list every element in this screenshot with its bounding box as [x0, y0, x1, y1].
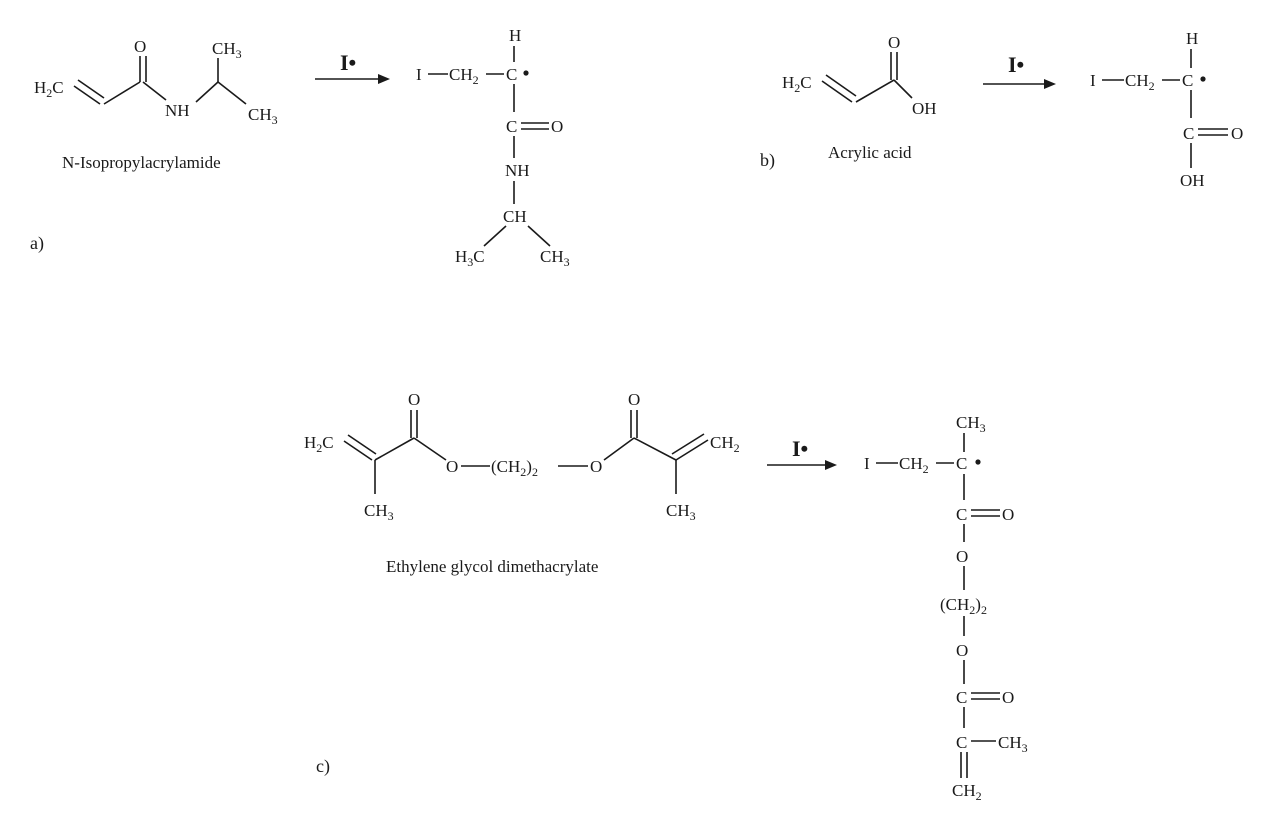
nipam-monomer: H2C O NH CH3 CH3 [34, 37, 278, 127]
egdma-carbonyl-o-left: O [408, 390, 420, 409]
egdma-ch3-right: CH3 [666, 501, 696, 523]
panel-b-label: b) [760, 150, 775, 171]
radical-c-carbonyl2-c: C [956, 688, 967, 707]
radical-c-ester-o2: O [956, 641, 968, 660]
initiator-label-b: I• [1008, 52, 1024, 77]
radical-a-carbonyl-c: C [506, 117, 517, 136]
nipam-carbonyl-o: O [134, 37, 146, 56]
radical-c-ch2-terminal: CH2 [952, 781, 982, 803]
nipam-radical: H I CH2 C C O NH CH H3C CH3 [416, 26, 570, 269]
panel-c-label: c) [316, 756, 330, 777]
egdma-ester-o-right: O [590, 457, 602, 476]
egdma-carbonyl-o-right: O [628, 390, 640, 409]
radical-a-ch: CH [503, 207, 527, 226]
radical-a-h: H [509, 26, 521, 45]
radical-c-carbonyl1-c: C [956, 505, 967, 524]
aa-oh: OH [912, 99, 937, 118]
radical-b-o: O [1231, 124, 1243, 143]
egdma-radical: CH3 I CH2 C C O O (CH2)2 O C O C [864, 413, 1028, 803]
radical-a-ch2: CH2 [449, 65, 479, 87]
nipam-nh: NH [165, 101, 190, 120]
egdma-monomer: H2C CH3 O O (CH2)2 O O CH3 CH2 [304, 390, 740, 523]
radical-b-carbonyl-c: C [1183, 124, 1194, 143]
egdma-ch3-left: CH3 [364, 501, 394, 523]
radical-a-c: C [506, 65, 517, 84]
acrylic-acid-radical: H I CH2 C C O OH [1090, 29, 1243, 190]
nipam-caption: N-Isopropylacrylamide [62, 153, 221, 172]
nipam-h2c-atom: H2C [34, 78, 64, 100]
egdma-ester-o-left: O [446, 457, 458, 476]
radical-c-ester-o1: O [956, 547, 968, 566]
radical-c-ethylene-bridge: (CH2)2 [940, 595, 987, 617]
panel-a: H2C O NH CH3 CH3 N-Isopropylacrylamide I… [30, 26, 570, 269]
radical-b-h: H [1186, 29, 1198, 48]
egdma-caption: Ethylene glycol dimethacrylate [386, 557, 598, 576]
radical-a-nh: NH [505, 161, 530, 180]
radical-c-i: I [864, 454, 870, 473]
panel-c: H2C CH3 O O (CH2)2 O O CH3 CH2 [304, 390, 1028, 803]
radical-c-ch3-top: CH3 [956, 413, 986, 435]
radical-dot-c [975, 459, 981, 465]
acrylic-acid-monomer: H2C O OH [782, 33, 937, 118]
radical-a-h3c: H3C [455, 247, 485, 269]
radical-c-alkene-c: C [956, 733, 967, 752]
nipam-ch3-bottom: CH3 [248, 105, 278, 127]
initiator-label-a: I• [340, 50, 356, 75]
radical-c-c: C [956, 454, 967, 473]
aa-h2c-atom: H2C [782, 73, 812, 95]
radical-a-o: O [551, 117, 563, 136]
egdma-ch2-right: CH2 [710, 433, 740, 455]
panel-a-label: a) [30, 233, 44, 254]
egdma-ethylene-bridge: (CH2)2 [491, 457, 538, 479]
radical-b-c: C [1182, 71, 1193, 90]
egdma-h2c-atom: H2C [304, 433, 334, 455]
arrow-c: I• [767, 436, 837, 470]
radical-c-o1: O [1002, 505, 1014, 524]
aa-carbonyl-o: O [888, 33, 900, 52]
radical-a-i: I [416, 65, 422, 84]
arrow-b: I• [983, 52, 1056, 89]
arrow-a: I• [315, 50, 390, 84]
radical-a-ch3: CH3 [540, 247, 570, 269]
nipam-ch3-top: CH3 [212, 39, 242, 61]
radical-b-i: I [1090, 71, 1096, 90]
acrylic-acid-caption: Acrylic acid [828, 143, 912, 162]
radical-dot-a [523, 70, 529, 76]
radical-b-ch2: CH2 [1125, 71, 1155, 93]
radical-b-oh: OH [1180, 171, 1205, 190]
radical-dot-b [1200, 76, 1206, 82]
radical-c-o2: O [1002, 688, 1014, 707]
initiator-label-c: I• [792, 436, 808, 461]
radical-c-ch2: CH2 [899, 454, 929, 476]
panel-b: H2C O OH Acrylic acid I• H I CH2 C [760, 29, 1243, 190]
radical-c-ch3: CH3 [998, 733, 1028, 755]
